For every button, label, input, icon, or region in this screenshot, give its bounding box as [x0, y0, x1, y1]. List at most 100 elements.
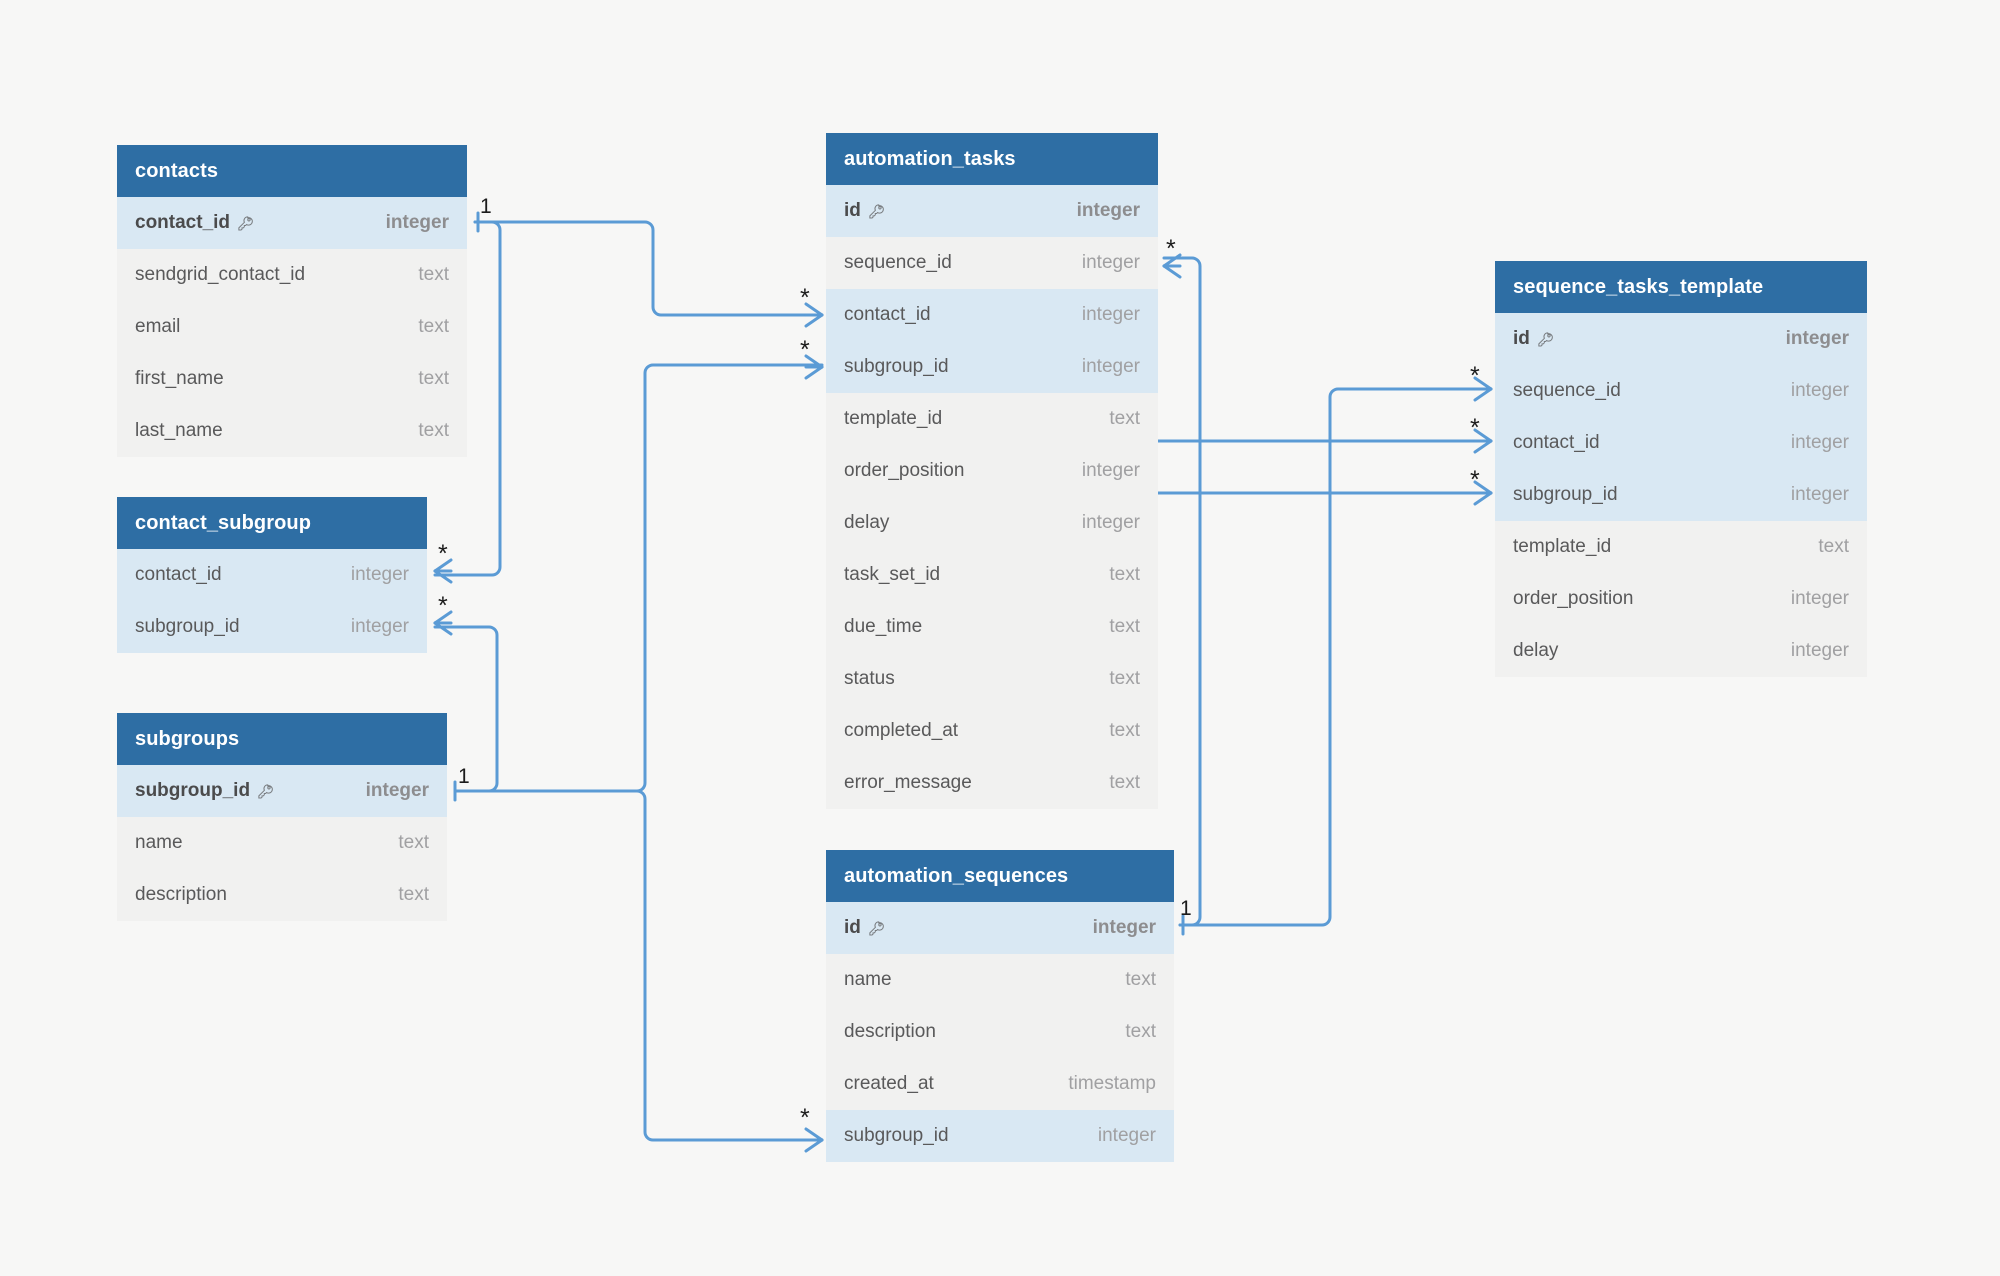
field-type: integer: [1081, 304, 1140, 325]
field-row-order_position[interactable]: order_position integer: [826, 445, 1158, 497]
table-title-contacts: contacts: [117, 145, 467, 197]
field-name-wrap: template_id: [844, 408, 942, 430]
field-type: integer: [1081, 460, 1140, 481]
field-name: contact_id: [844, 304, 931, 325]
field-type: integer: [1076, 200, 1140, 221]
field-type: text: [418, 368, 449, 389]
field-name-wrap: contact_id: [135, 212, 254, 234]
field-name: created_at: [844, 1073, 934, 1094]
crowfoot-automation-tasks-subgroup-id: [804, 354, 824, 380]
field-name-wrap: task_set_id: [844, 564, 940, 586]
field-name-wrap: name: [135, 832, 183, 854]
key-icon: [868, 203, 885, 220]
field-type: integer: [1790, 588, 1849, 609]
field-name-wrap: status: [844, 668, 895, 690]
connector-subgroups-to-automation-sequences-subgroup-id: [453, 789, 824, 1142]
field-name-wrap: subgroup_id: [135, 780, 274, 802]
field-name: subgroup_id: [135, 780, 251, 801]
field-name: first_name: [135, 368, 224, 389]
field-type: text: [418, 420, 449, 441]
field-name-wrap: delay: [1513, 640, 1558, 662]
cardinality-label-many: *: [1470, 414, 1480, 442]
field-type: integer: [1081, 252, 1140, 273]
field-row-completed_at[interactable]: completed_at text: [826, 705, 1158, 757]
field-type: integer: [1097, 1125, 1156, 1146]
field-name-wrap: first_name: [135, 368, 224, 390]
field-name-wrap: order_position: [844, 460, 964, 482]
crowfoot-contact-subgroup-subgroup-id: [433, 610, 453, 636]
crowfoot-automation-tasks-contact-id: [804, 302, 824, 328]
cardinality-label-many: *: [800, 1104, 810, 1132]
field-row-contact_id[interactable]: contact_id integer: [826, 289, 1158, 341]
field-name-wrap: contact_id: [135, 564, 222, 586]
field-name-wrap: contact_id: [844, 304, 931, 326]
field-row-template_id[interactable]: template_id text: [826, 393, 1158, 445]
field-name: contact_id: [135, 564, 222, 585]
table-title-subgroups: subgroups: [117, 713, 447, 765]
cardinality-label-many: *: [800, 284, 810, 312]
field-name-wrap: name: [844, 969, 892, 991]
field-name: description: [135, 884, 227, 905]
key-icon: [257, 783, 274, 800]
field-name-wrap: error_message: [844, 772, 972, 794]
field-name: email: [135, 316, 181, 337]
field-name-wrap: sequence_id: [1513, 380, 1621, 402]
field-name-wrap: subgroup_id: [1513, 484, 1618, 506]
cardinality-label-one: 1: [458, 765, 470, 788]
field-name-wrap: completed_at: [844, 720, 958, 742]
connector-automation-sequences-to-sequence-tasks-template-sequence-id: [1178, 387, 1493, 927]
field-row-first_name[interactable]: first_name text: [117, 353, 467, 405]
field-name-wrap: delay: [844, 512, 889, 534]
crowfoot-automation-tasks-sequence-id: [1162, 253, 1182, 279]
table-title-automation_tasks: automation_tasks: [826, 133, 1158, 185]
field-name-wrap: subgroup_id: [844, 1125, 949, 1147]
field-name: template_id: [844, 408, 943, 429]
field-row-subgroup_id[interactable]: subgroup_id integer: [826, 1110, 1174, 1162]
table-title-sequence_tasks_template: sequence_tasks_template: [1495, 261, 1867, 313]
field-name-wrap: subgroup_id: [844, 356, 949, 378]
field-name-wrap: email: [135, 316, 180, 338]
key-icon: [1537, 331, 1554, 348]
field-name-wrap: id: [844, 917, 885, 939]
field-name: name: [135, 832, 183, 853]
field-type: text: [1109, 720, 1140, 741]
field-type: text: [1109, 408, 1140, 429]
